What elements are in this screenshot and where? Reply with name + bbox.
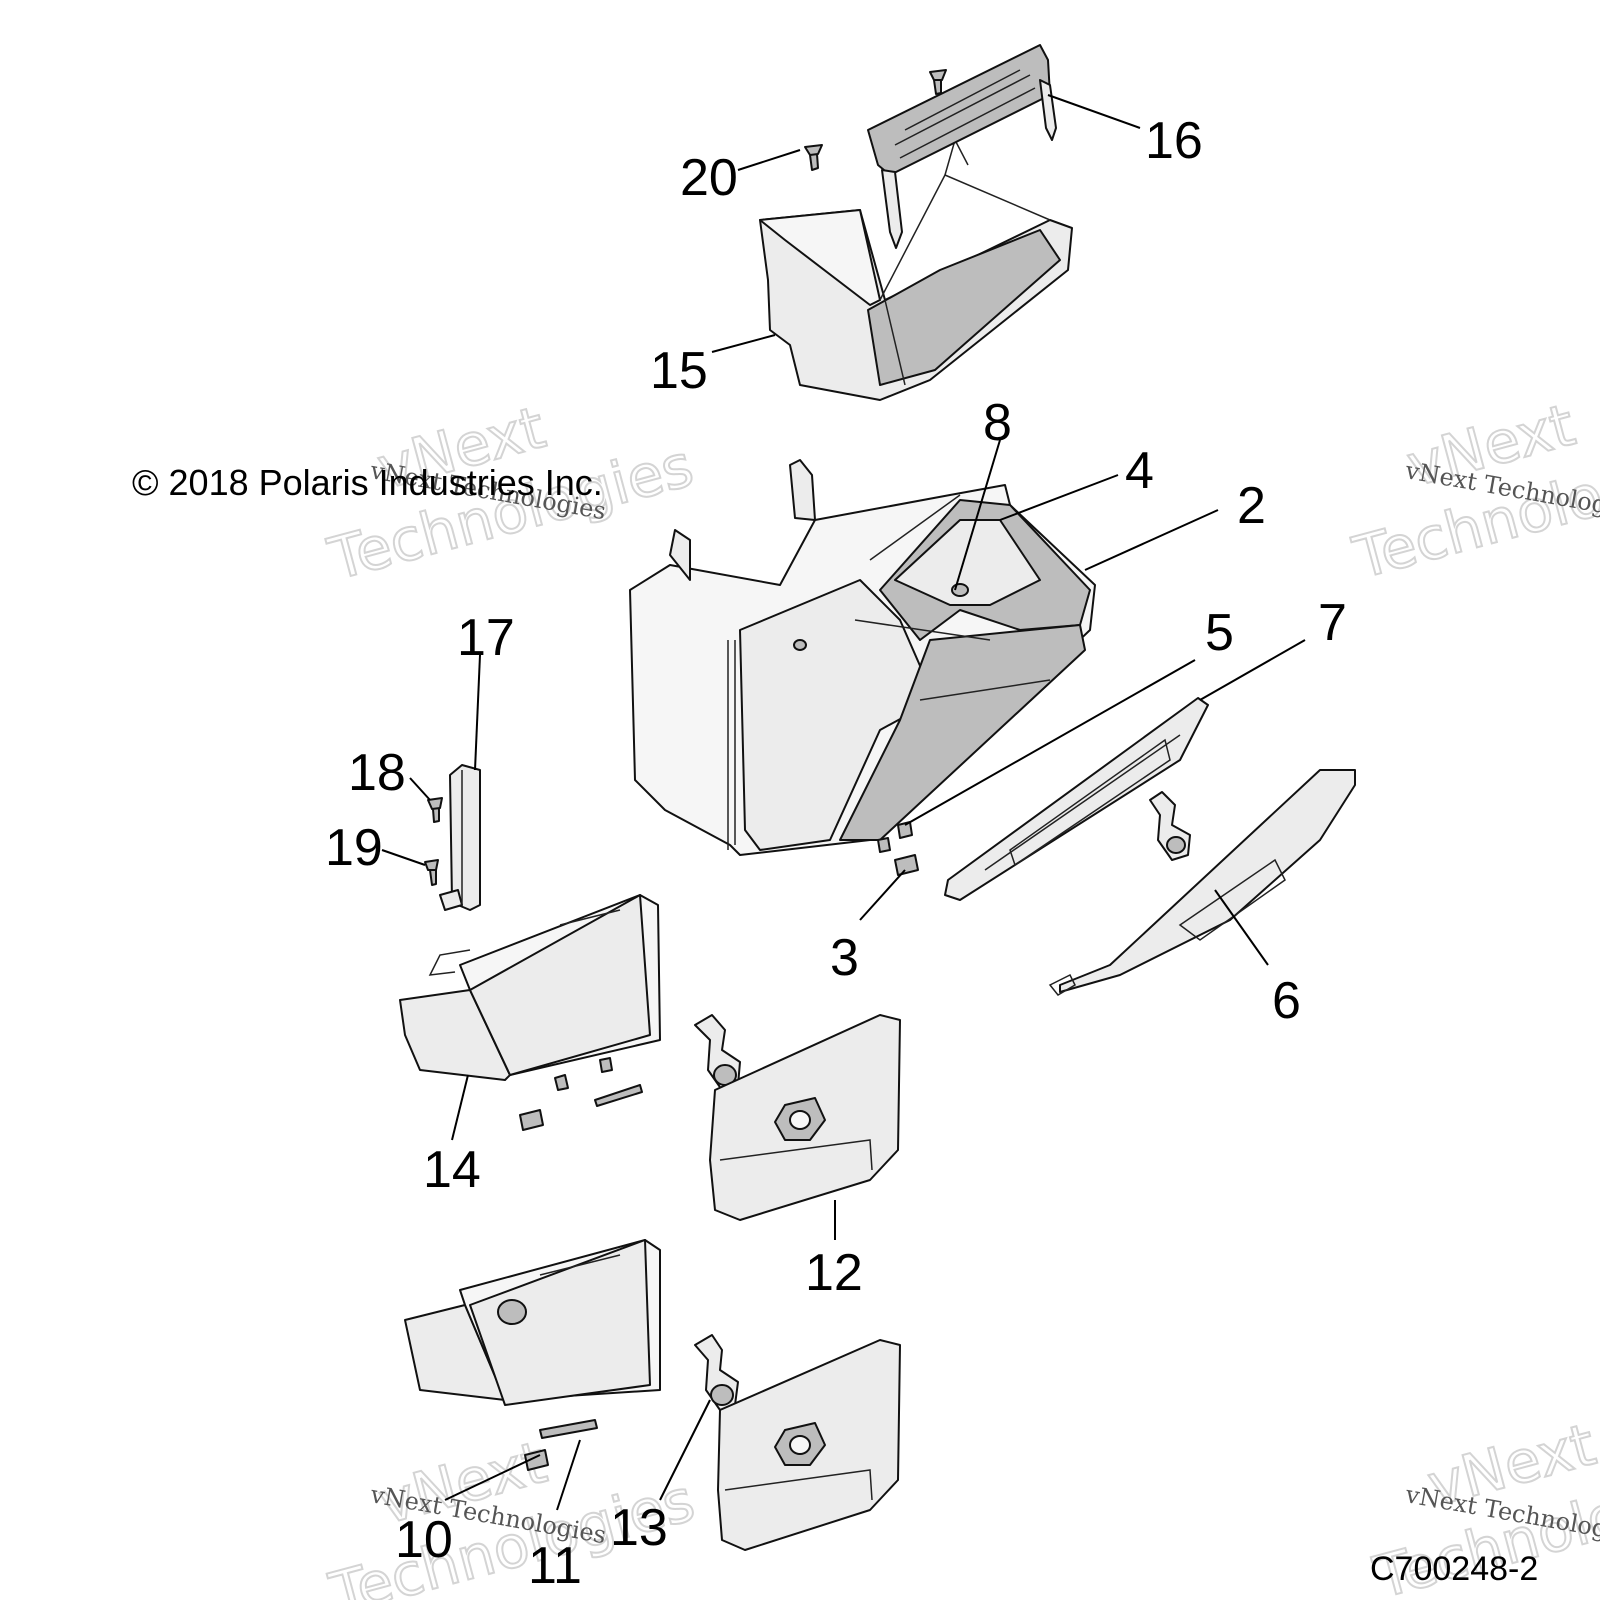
part-12-glovebox-door-upper — [709, 1014, 901, 1221]
fastener-19 — [424, 859, 439, 886]
hinge-pin-upper — [519, 1084, 643, 1131]
callout-19: 19 — [325, 819, 383, 877]
callout-5: 5 — [1205, 604, 1234, 662]
callout-labels: 20 16 15 8 4 2 5 7 3 6 17 18 19 14 12 10… — [325, 112, 1347, 1595]
latch-14 — [694, 1334, 739, 1411]
callout-13: 14 — [423, 1141, 481, 1199]
part-3-clip — [877, 837, 919, 876]
part-13-glovebox-tub — [399, 894, 661, 1091]
glovebox-tub-lower — [404, 1239, 661, 1406]
fastener-16-top — [929, 69, 947, 95]
callout-6: 6 — [1272, 972, 1301, 1030]
callout-12: 12 — [805, 1244, 863, 1302]
callout-17: 17 — [457, 609, 515, 667]
callout-18: 18 — [348, 744, 406, 802]
part-6-door-panel-lower — [1048, 769, 1356, 996]
callout-15: 15 — [650, 342, 708, 400]
callout-14: 13 — [610, 1499, 668, 1557]
part-2-main-storage-box — [629, 459, 1096, 856]
part-17-bracket — [439, 764, 481, 911]
door-latch-upper — [1149, 791, 1191, 861]
callout-3: 3 — [830, 929, 859, 987]
callout-10: 10 — [395, 1511, 453, 1569]
copyright-notice: © 2018 Polaris Industries Inc. — [132, 462, 603, 503]
glovebox-door-lower — [717, 1339, 901, 1551]
callout-8: 8 — [983, 394, 1012, 452]
callout-20: 20 — [680, 149, 738, 207]
callout-7: 7 — [1318, 594, 1347, 652]
part-16-grille-bracket — [867, 44, 1057, 249]
fastener-18 — [427, 797, 443, 823]
figure-id: C700248-2 — [1370, 1550, 1538, 1588]
callout-11: 11 — [528, 1537, 582, 1595]
callout-2: 2 — [1237, 477, 1266, 535]
latch-upper-glovebox — [694, 1014, 741, 1091]
callout-4: 4 — [1125, 442, 1154, 500]
part-5-screw — [897, 821, 913, 839]
fastener-20 — [804, 144, 823, 171]
hinge-pin-lower — [524, 1419, 598, 1471]
leader-lines — [381, 94, 1306, 1511]
callout-16: 16 — [1145, 112, 1203, 170]
part-7-door-panel-upper — [944, 697, 1209, 901]
part-15-upper-tray — [759, 137, 1073, 401]
watermark-group: vNext Technologies vNext Technologies vN… — [320, 390, 1600, 1600]
